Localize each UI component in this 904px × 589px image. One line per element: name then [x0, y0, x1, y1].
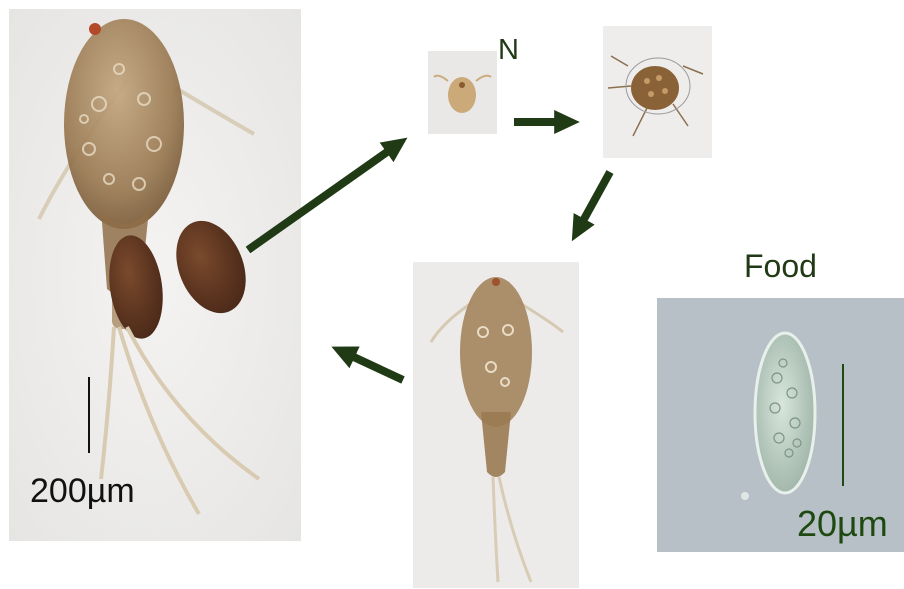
nauplius-label: N — [498, 36, 519, 65]
food-scale-label: 20µm — [797, 506, 888, 542]
food-label: Food — [744, 250, 817, 282]
adult-scale-bar — [88, 377, 90, 453]
adult-female-photo — [9, 9, 301, 541]
arrow-juvenile-to-adult — [343, 352, 403, 380]
nauplius-photo — [428, 51, 497, 134]
arrow-copepodite-to-juvenile — [578, 172, 610, 230]
adult-scale-label: 200µm — [30, 474, 135, 508]
juvenile-copepod-photo — [413, 262, 579, 588]
copepodite-photo — [603, 26, 712, 158]
food-scale-bar — [842, 364, 844, 486]
